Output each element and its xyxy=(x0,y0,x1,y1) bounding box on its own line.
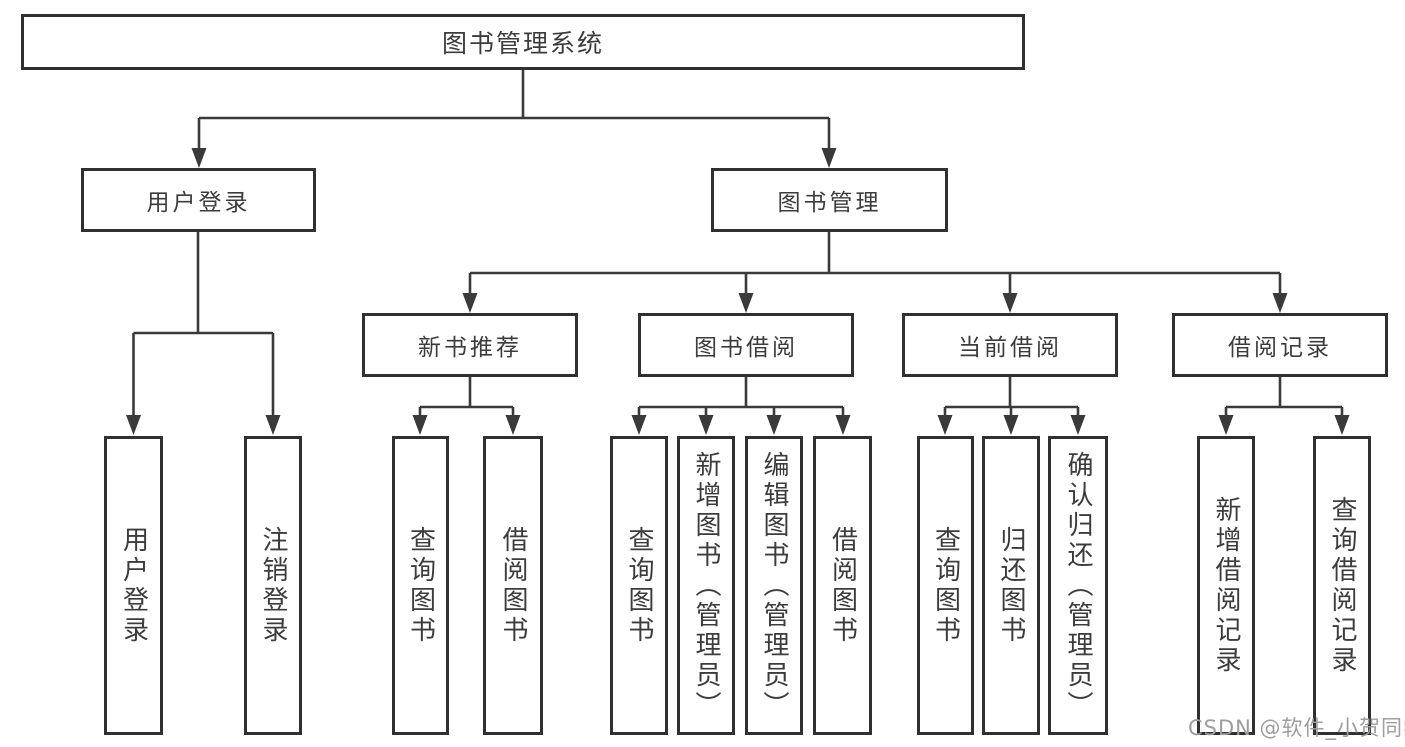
node-current-borrowing: 当前借阅 xyxy=(902,313,1118,377)
leaf-query-books-current-label: 查询图书 xyxy=(930,525,961,646)
leaf-add-books-admin: 新增图书（管理员） xyxy=(677,436,735,735)
leaf-return-books: 归还图书 xyxy=(982,436,1040,735)
node-book-management: 图书管理 xyxy=(711,168,948,232)
leaf-add-books-admin-label: 新增图书（管理员） xyxy=(691,450,721,721)
leaf-query-books-recommend: 查询图书 xyxy=(392,436,449,735)
node-library-management-system: 图书管理系统 xyxy=(21,14,1025,70)
leaf-user-login: 用户登录 xyxy=(104,436,163,735)
connector-paths xyxy=(132,70,1344,420)
leaf-query-books-borrowing-label: 查询图书 xyxy=(624,525,654,646)
leaf-query-books-current: 查询图书 xyxy=(917,436,974,735)
leaf-return-books-label: 归还图书 xyxy=(996,525,1026,646)
node-new-book-recommendation: 新书推荐 xyxy=(362,313,578,377)
leaf-borrow-books-recommend-label: 借阅图书 xyxy=(498,525,528,646)
arrowheads xyxy=(126,148,1350,435)
leaf-borrow-books-borrowing: 借阅图书 xyxy=(813,436,872,735)
leaf-logout-label: 注销登录 xyxy=(258,525,288,646)
leaf-query-books-recommend-label: 查询图书 xyxy=(405,525,436,646)
leaf-borrow-books-recommend: 借阅图书 xyxy=(483,436,543,735)
node-user-login: 用户登录 xyxy=(81,168,316,232)
node-borrowing-records: 借阅记录 xyxy=(1172,313,1388,377)
leaf-confirm-return-admin: 确认归还（管理员） xyxy=(1048,436,1108,735)
leaf-edit-books-admin-label: 编辑图书（管理员） xyxy=(759,450,789,721)
leaf-query-borrow-record: 查询借阅记录 xyxy=(1313,436,1371,735)
leaf-confirm-return-admin-label: 确认归还（管理员） xyxy=(1063,450,1093,721)
leaf-add-borrow-record-label: 新增借阅记录 xyxy=(1211,495,1241,676)
leaf-query-books-borrowing: 查询图书 xyxy=(610,436,668,735)
leaf-user-login-label: 用户登录 xyxy=(118,525,149,646)
leaf-add-borrow-record: 新增借阅记录 xyxy=(1197,436,1255,735)
watermark-text: CSDN @软件_小贺同学 xyxy=(1188,716,1405,740)
leaf-query-borrow-record-label: 查询借阅记录 xyxy=(1327,495,1357,676)
leaf-borrow-books-borrowing-label: 借阅图书 xyxy=(827,525,858,646)
node-book-borrowing: 图书借阅 xyxy=(638,313,854,377)
leaf-edit-books-admin: 编辑图书（管理员） xyxy=(745,436,803,735)
leaf-logout: 注销登录 xyxy=(244,436,302,735)
